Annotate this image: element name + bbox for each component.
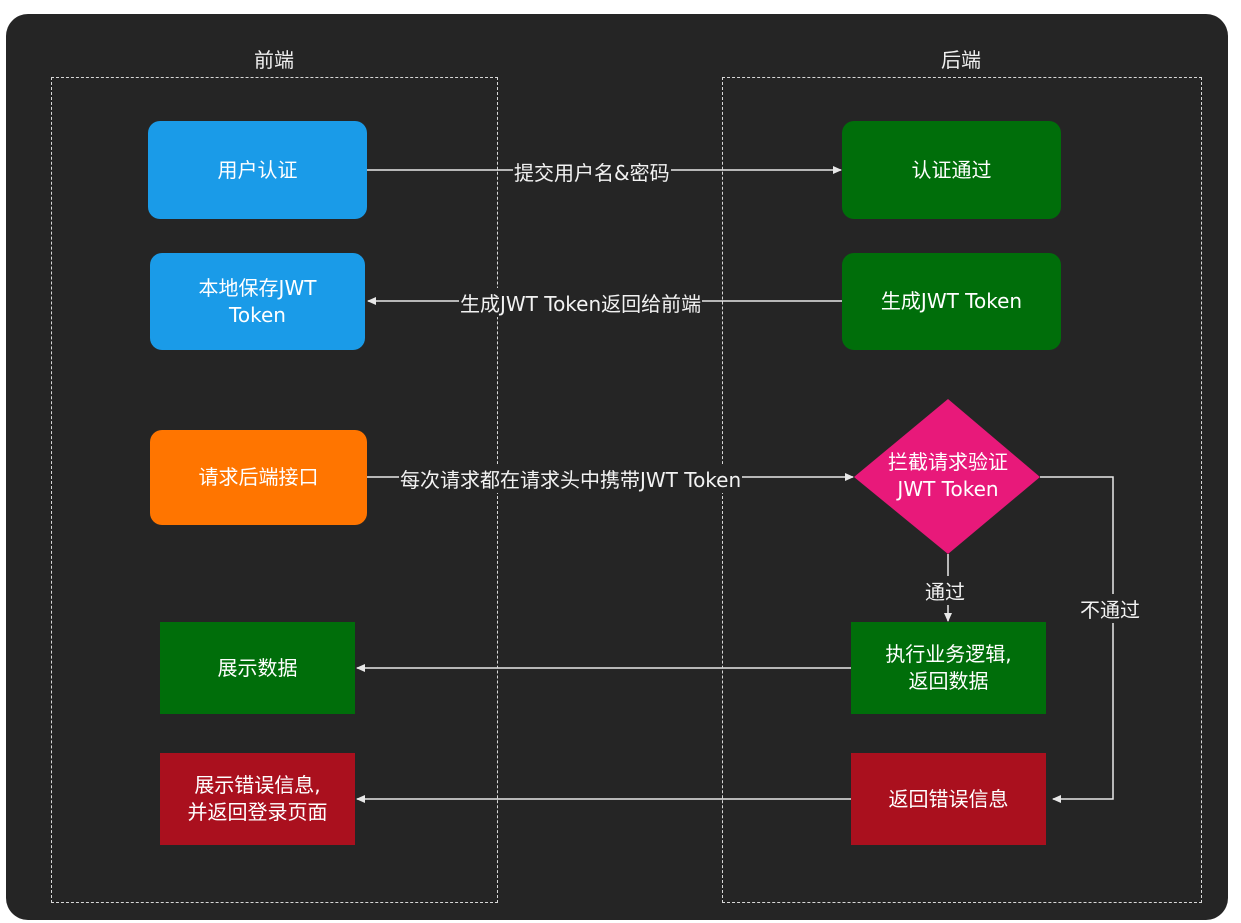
diagram-canvas: 前端 后端 用户认证 本地保存JWT Token 请求后端接口 展示数据 展示错… (6, 14, 1228, 920)
frontend-title: 前端 (254, 48, 294, 72)
node-gen-token: 生成JWT Token (842, 253, 1061, 350)
edge-fail (1040, 476, 1114, 803)
node-show-error: 展示错误信息, 并返回登录页面 (160, 753, 355, 845)
node-show-data: 展示数据 (160, 622, 355, 714)
node-exec-logic: 执行业务逻辑, 返回数据 (851, 622, 1046, 714)
edge-label-fail: 不通过 (1079, 594, 1141, 623)
edge-label-submit: 提交用户名&密码 (513, 157, 671, 186)
backend-title: 后端 (941, 48, 981, 72)
node-user-auth: 用户认证 (148, 121, 367, 219)
diamond-layer (854, 399, 1040, 554)
node-intercept: 拦截请求验证 JWT Token (888, 450, 1008, 501)
node-intercept-shape (854, 399, 1040, 554)
node-request-backend: 请求后端接口 (150, 430, 367, 525)
edge-label-return-token: 生成JWT Token返回给前端 (459, 288, 703, 317)
node-auth-pass: 认证通过 (842, 121, 1061, 219)
node-return-error: 返回错误信息 (851, 753, 1046, 845)
edge-label-carry-token: 每次请求都在请求头中携带JWT Token (399, 464, 743, 493)
node-save-token: 本地保存JWT Token (150, 253, 365, 350)
edge-label-pass: 通过 (924, 576, 966, 605)
